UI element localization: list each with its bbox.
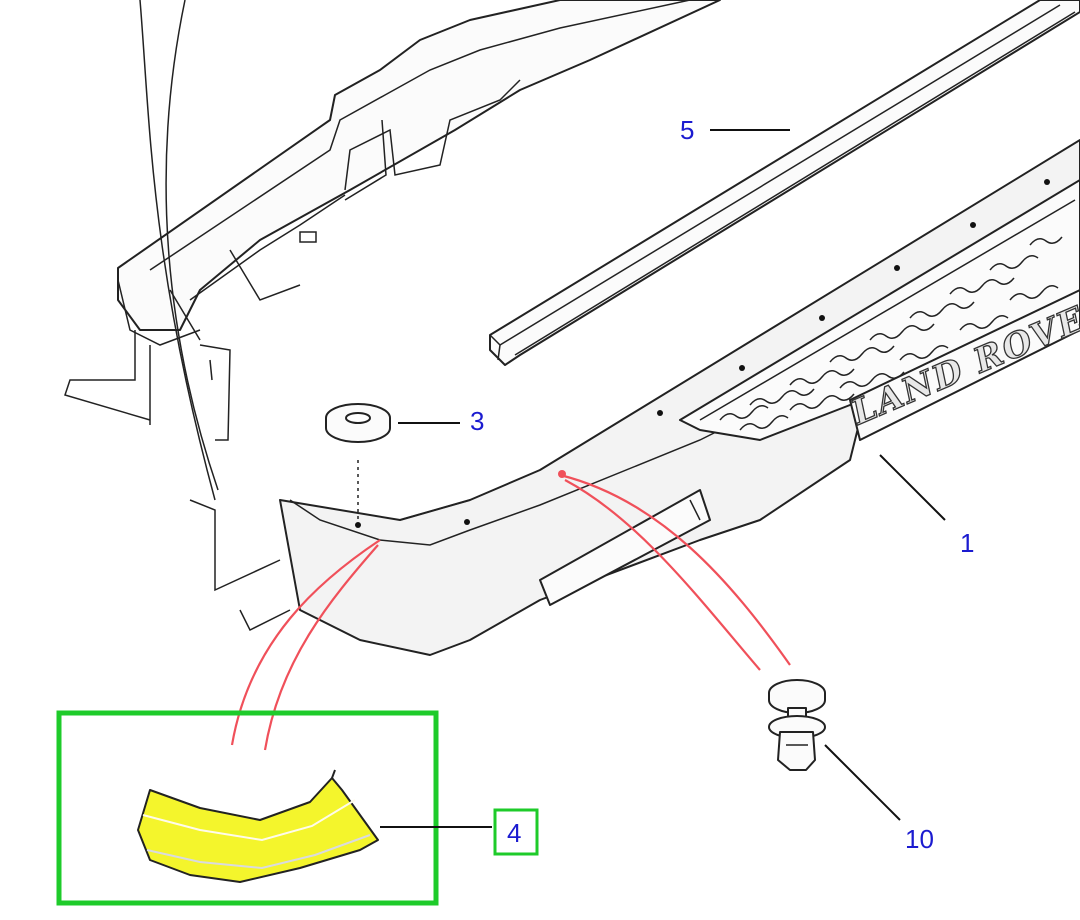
callout-3: 3 [470,406,484,436]
callout-5: 5 [680,115,694,145]
support-strut [139,0,291,632]
part-4-highlight-box [56,710,439,906]
callouts: 5 3 1 4 10 [470,115,974,856]
leader-lines [380,129,946,828]
guide-lines [230,470,791,751]
callout-1: 1 [960,528,974,558]
side-rail-5 [489,0,1080,366]
callout-4: 4 [507,818,521,848]
washer-3 [325,403,391,528]
callout-4-box [493,808,539,856]
chassis-frame [64,0,721,441]
push-clip-10 [768,679,826,771]
side-step-1: LAND ROVER [279,139,1080,656]
callout-10: 10 [905,824,934,854]
corner-trim-4 [137,777,379,883]
